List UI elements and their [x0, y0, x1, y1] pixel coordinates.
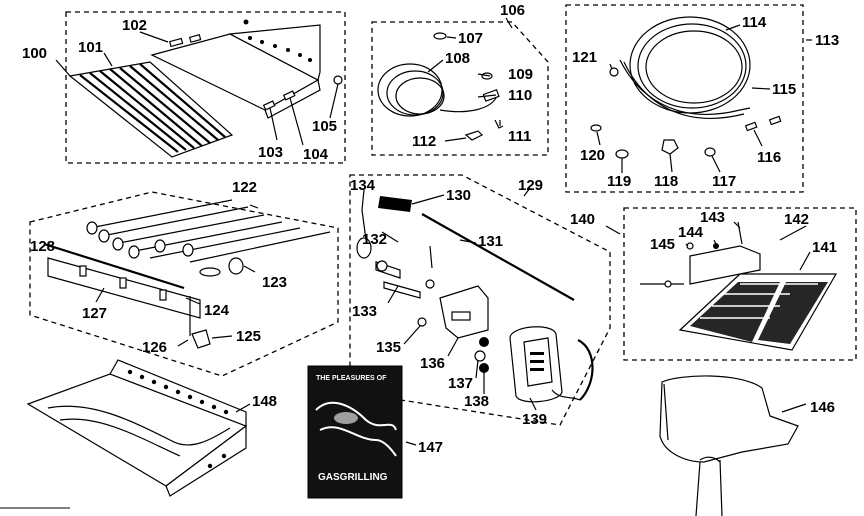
- label-113: 113: [815, 32, 839, 49]
- label-116: 116: [757, 149, 781, 166]
- label-124: 124: [204, 302, 230, 319]
- label-148: 148: [252, 393, 277, 410]
- nut-144: [713, 243, 719, 249]
- group-100-outline: [65, 11, 346, 164]
- label-117: 117: [712, 173, 736, 190]
- label-133: 133: [352, 303, 377, 320]
- label-111: 111: [508, 128, 531, 145]
- label-130: 130: [446, 187, 471, 204]
- washer-137: [474, 350, 486, 362]
- label-129: 129: [518, 177, 543, 194]
- label-146: 146: [810, 399, 835, 416]
- group-140-outline: [623, 207, 857, 361]
- fitting-121: [609, 67, 619, 77]
- label-131: 131: [478, 233, 503, 250]
- bracket-142: [689, 245, 761, 285]
- label-110: 110: [508, 87, 532, 104]
- label-137: 137: [448, 375, 473, 392]
- valve-118: [661, 139, 679, 155]
- label-104: 104: [303, 146, 329, 163]
- label-147: 147: [418, 439, 443, 456]
- side-shelf-148: 148: [26, 359, 277, 497]
- grill-cover-146: 146: [659, 375, 835, 516]
- label-107: 107: [458, 30, 483, 47]
- part-117: [704, 147, 716, 157]
- label-119: 119: [607, 173, 631, 190]
- label-105: 105: [312, 118, 337, 135]
- cookbook-147: THE PLEASURES OF GASGRILLING 147: [307, 365, 443, 499]
- motor-bracket-136: [439, 285, 489, 339]
- label-128: 128: [30, 238, 55, 255]
- group-122-outline: [29, 191, 339, 377]
- bracket-125: [191, 329, 211, 349]
- group-106: 106 107 108 109 110 111 112: [371, 2, 549, 156]
- label-123: 123: [262, 274, 287, 291]
- book-title-line1: THE PLEASURES OF: [316, 375, 387, 382]
- screw-132: [429, 245, 433, 269]
- label-108: 108: [445, 50, 470, 67]
- part-111: [494, 119, 504, 129]
- nut-135: [417, 317, 427, 327]
- label-136: 136: [420, 355, 445, 372]
- cover-130: [378, 196, 412, 212]
- hose-115: [619, 59, 751, 115]
- electrode-107: [433, 32, 447, 40]
- screw-134: [361, 209, 367, 241]
- label-145: 145: [650, 236, 675, 253]
- label-115: 115: [772, 81, 796, 98]
- group-140: 140 143 142 144 145 141: [570, 207, 857, 361]
- label-125: 125: [236, 328, 261, 345]
- label-121: 121: [572, 49, 597, 66]
- group-113: 113 114 115 121 120 119 118 117 116: [565, 4, 839, 193]
- label-122: 122: [232, 179, 257, 196]
- gas-hose-114: [629, 16, 751, 114]
- nut-138: [479, 363, 489, 373]
- part-116: [744, 121, 758, 132]
- group-122: 122 123 124 125 126 127 128: [29, 179, 339, 377]
- cooking-grid-101: [68, 61, 234, 158]
- label-101: 101: [78, 39, 103, 56]
- screw-143: [737, 221, 743, 245]
- label-103: 103: [258, 144, 283, 161]
- spit-rod-128: [43, 242, 185, 290]
- label-144: 144: [678, 224, 704, 241]
- wire-harness-108: [377, 63, 497, 117]
- label-100: 100: [22, 45, 47, 62]
- spit-131: [421, 213, 575, 301]
- washer-145: [686, 242, 694, 250]
- label-120: 120: [580, 147, 605, 164]
- label-127: 127: [82, 305, 107, 322]
- book-title-line2: GASGRILLING: [318, 472, 388, 483]
- briquette-grate-141: [678, 273, 838, 351]
- label-141: 141: [812, 239, 837, 256]
- spit-fork-assembly-133: [356, 237, 435, 299]
- label-106: 106: [500, 2, 525, 19]
- label-118: 118: [654, 173, 678, 190]
- group-129: 129 130 131 132 133 134 135 136 137 138 …: [349, 174, 611, 428]
- rotisserie-motor-139: [509, 326, 594, 403]
- label-134: 134: [350, 177, 376, 194]
- label-139: 139: [522, 411, 547, 428]
- part-120: [590, 124, 602, 132]
- part-112: [464, 130, 484, 141]
- rotisserie-bracket-127: [47, 257, 201, 336]
- label-142: 142: [784, 211, 809, 228]
- label-135: 135: [376, 339, 401, 356]
- label-138: 138: [464, 393, 489, 410]
- label-140: 140: [570, 211, 595, 228]
- group-100: 100 101 102 103 104 105: [22, 11, 346, 164]
- label-112: 112: [412, 133, 436, 150]
- part-119: [615, 149, 629, 159]
- skewer-set-123: [86, 199, 331, 277]
- label-143: 143: [700, 209, 725, 226]
- warming-shelf-102: [150, 19, 343, 119]
- group-113-outline: [565, 4, 804, 193]
- label-114: 114: [742, 14, 767, 31]
- label-132: 132: [362, 231, 387, 248]
- label-102: 102: [122, 17, 147, 34]
- label-109: 109: [508, 66, 533, 83]
- label-126: 126: [142, 339, 167, 356]
